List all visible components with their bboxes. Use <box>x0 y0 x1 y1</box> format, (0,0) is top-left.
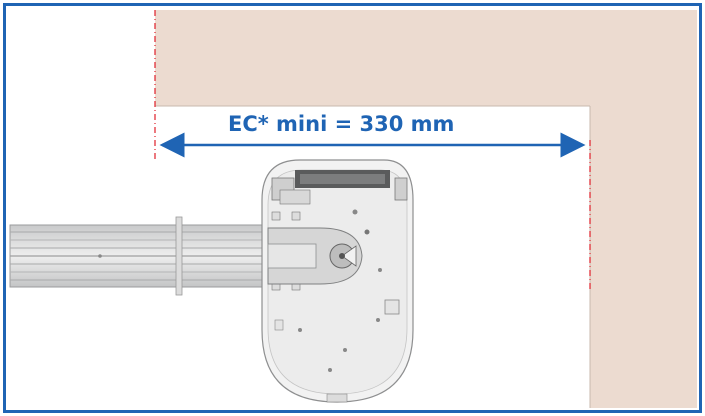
frame-border <box>3 3 702 413</box>
arm-connector <box>267 227 370 285</box>
wall-right <box>590 106 697 408</box>
wall-top <box>155 10 697 106</box>
dimension-label: EC* mini = 330 mm <box>228 112 455 136</box>
rail <box>9 216 271 296</box>
